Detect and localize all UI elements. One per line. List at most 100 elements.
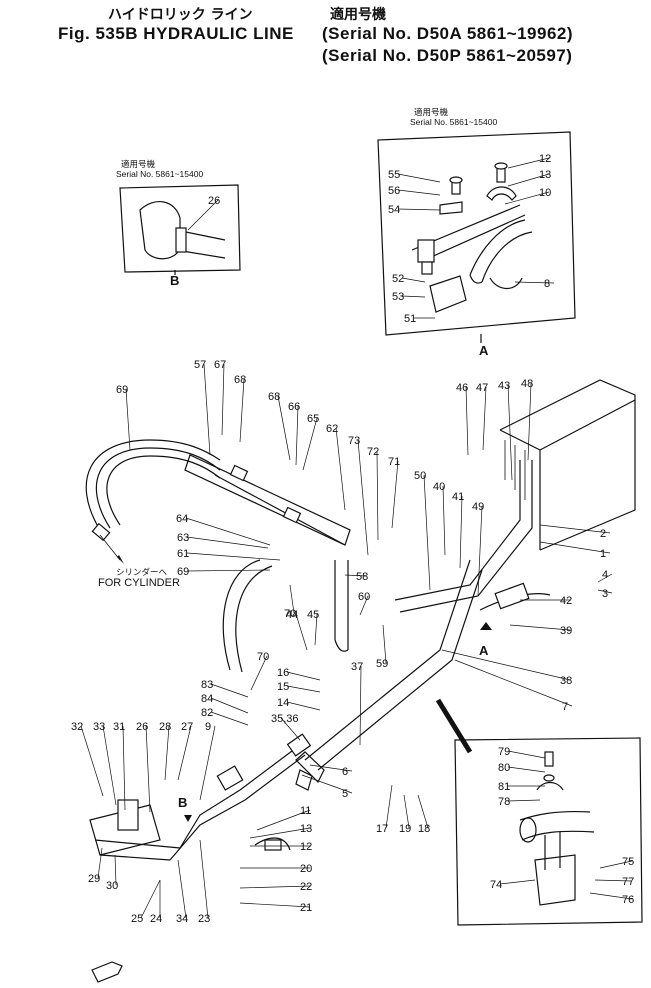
part-number-14: 14 [277, 697, 289, 709]
leader-line [397, 208, 441, 211]
part-number-19: 19 [399, 823, 411, 835]
leader-line [210, 697, 249, 714]
leader-line [256, 809, 311, 831]
leader-line [140, 879, 161, 919]
part-number-69: 69 [177, 566, 189, 578]
leader-line [309, 764, 353, 772]
leader-line [465, 386, 469, 456]
leader-line [514, 281, 555, 284]
part-number-56: 56 [388, 185, 400, 197]
leader-line [397, 173, 441, 183]
part-number-78: 78 [498, 796, 510, 808]
part-number-71: 71 [388, 456, 400, 468]
part-number-25: 25 [131, 913, 143, 925]
part-number-12: 12 [539, 153, 551, 165]
leader-line [277, 395, 291, 461]
part-number-30: 30 [106, 880, 118, 892]
part-number-23: 23 [198, 913, 210, 925]
part-number-12: 12 [300, 841, 312, 853]
part-number-13: 13 [539, 169, 551, 181]
leader-line [314, 613, 318, 646]
part-number-68: 68 [268, 391, 280, 403]
leader-line [295, 613, 308, 651]
leader-line [482, 386, 487, 451]
part-number-16: 16 [277, 667, 289, 679]
leader-line [221, 363, 225, 436]
part-number-62: 62 [326, 423, 338, 435]
part-number-8: 8 [544, 278, 550, 290]
leader-line [441, 649, 571, 681]
leader-line [499, 879, 536, 885]
leader-line [385, 784, 393, 829]
part-number-50: 50 [414, 470, 426, 482]
part-number-13: 13 [300, 823, 312, 835]
leader-line [114, 854, 117, 886]
part-number-18: 18 [418, 823, 430, 835]
part-number-11: 11 [300, 805, 311, 817]
part-number-61: 61 [177, 548, 189, 560]
part-number-35-36: 35,36 [271, 713, 299, 725]
leader-line [599, 860, 633, 869]
leader-line [454, 659, 573, 707]
part-number-32: 32 [71, 721, 83, 733]
leader-line [122, 725, 126, 811]
leader-line [509, 624, 571, 631]
leader-line [280, 717, 301, 741]
leader-line [397, 189, 441, 196]
leader-line [302, 417, 318, 471]
part-number-82: 82 [201, 707, 213, 719]
part-number-54: 54 [388, 204, 400, 216]
part-number-57: 57 [194, 359, 206, 371]
inset-view-b: 適用号機 Serial No. 5861~15400 B [116, 159, 241, 288]
front-arrow-icon [91, 961, 123, 983]
leader-line [97, 847, 103, 879]
part-number-4: 4 [602, 569, 608, 581]
leader-line [597, 589, 613, 594]
part-number-34: 34 [176, 913, 188, 925]
leader-line [239, 378, 245, 443]
part-number-75: 75 [622, 856, 634, 868]
leader-line [286, 671, 321, 681]
leader-line [249, 827, 311, 839]
leader-line [239, 885, 311, 889]
part-number-10: 10 [539, 187, 551, 199]
leader-line [199, 725, 216, 801]
part-number-79: 79 [498, 746, 510, 758]
part-number-63: 63 [177, 532, 189, 544]
part-number-65: 65 [307, 413, 319, 425]
leader-line [442, 485, 446, 556]
leader-line [359, 665, 362, 746]
leader-line [382, 624, 387, 664]
part-number-58: 58 [356, 571, 368, 583]
inset-a-view-label: A [479, 343, 489, 358]
part-number-81: 81 [498, 781, 510, 793]
part-number-51: 51 [404, 313, 416, 325]
part-number-6: 6 [342, 766, 348, 778]
inset-view-a: 適用号機 Serial No. 5861~15400 A [377, 107, 576, 358]
leader-line [102, 725, 117, 806]
part-number-42: 42 [560, 595, 572, 607]
inset-b-serial-jp: 適用号機 [121, 159, 156, 169]
leader-line [507, 766, 546, 773]
leader-line [335, 427, 346, 511]
part-number-17: 17 [376, 823, 388, 835]
part-number-53: 53 [392, 291, 404, 303]
leader-line [185, 517, 271, 546]
leader-line [186, 552, 281, 561]
arrow-b-label: B [178, 795, 187, 810]
part-number-44: 44 [286, 609, 298, 621]
leader-line [80, 725, 104, 797]
part-number-77: 77 [622, 876, 634, 888]
part-number-74: 74 [490, 879, 502, 891]
leader-line [203, 363, 211, 456]
inset-b-frame [119, 184, 241, 273]
part-number-52: 52 [392, 273, 404, 285]
part-number-28: 28 [159, 721, 171, 733]
part-number-48: 48 [521, 378, 533, 390]
inset-a-frame [377, 131, 576, 336]
leader-line [539, 541, 611, 554]
leader-line [417, 794, 429, 829]
leader-line [504, 191, 550, 205]
leader-line [477, 505, 483, 596]
part-number-41: 41 [452, 491, 464, 503]
